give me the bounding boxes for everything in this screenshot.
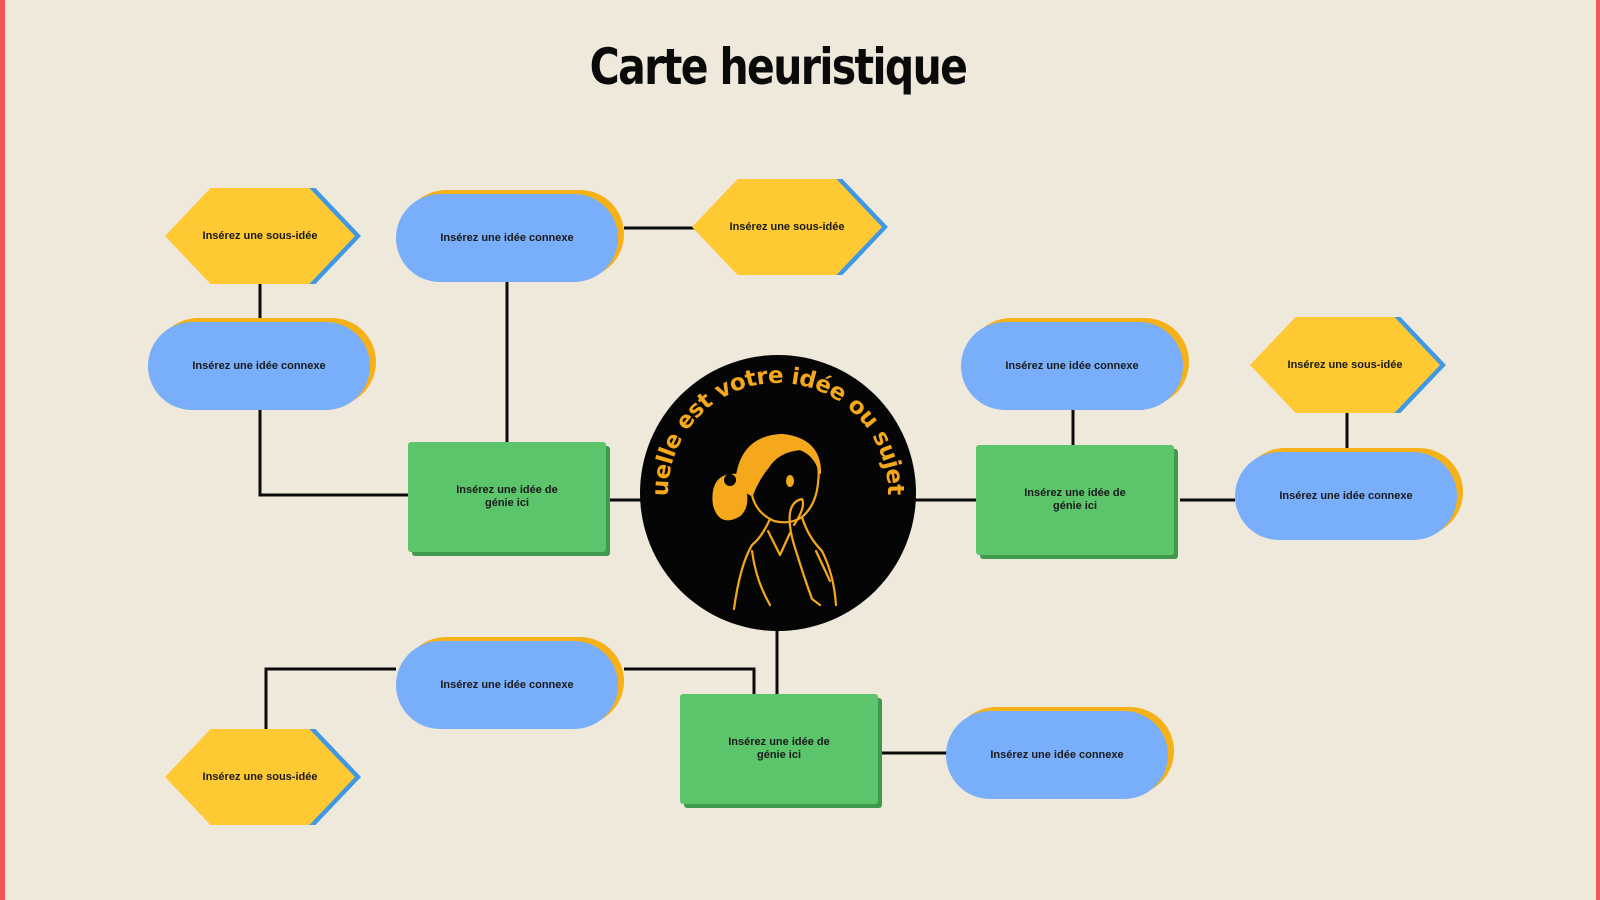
related-idea-node[interactable]: Insérez une idée connexe xyxy=(396,190,624,282)
related-idea-label: Insérez une idée connexe xyxy=(1279,489,1413,502)
connector-line xyxy=(264,667,396,730)
node-face: Insérez une idée connexe xyxy=(946,711,1168,799)
related-idea-label: Insérez une idée connexe xyxy=(1005,359,1139,372)
right-border xyxy=(1596,0,1600,900)
sub-idea-label: Insérez une sous-idée xyxy=(729,220,845,233)
central-question: Quelle est votre idée ou sujet ? xyxy=(630,335,908,497)
sub-idea-label: Insérez une sous-idée xyxy=(202,229,318,242)
node-face: Insérez une idée de génie ici xyxy=(680,694,878,804)
node-face: Insérez une idée connexe xyxy=(961,322,1183,410)
related-idea-node[interactable]: Insérez une idée connexe xyxy=(396,637,624,729)
central-topic-graphic: Quelle est votre idée ou sujet ? xyxy=(630,335,909,611)
sub-idea-node[interactable]: Insérez une sous-idée xyxy=(1250,317,1446,413)
node-face: Insérez une idée connexe xyxy=(148,322,370,410)
related-idea-node[interactable]: Insérez une idée connexe xyxy=(946,707,1174,799)
genius-idea-node[interactable]: Insérez une idée de génie ici xyxy=(408,442,610,556)
node-face: Insérez une sous-idée xyxy=(165,188,355,284)
related-idea-label: Insérez une idée connexe xyxy=(440,678,574,691)
node-face: Insérez une idée connexe xyxy=(1235,452,1457,540)
related-idea-label: Insérez une idée connexe xyxy=(192,359,326,372)
related-idea-node[interactable]: Insérez une idée connexe xyxy=(1235,448,1463,540)
node-face: Insérez une idée connexe xyxy=(396,641,618,729)
node-face: Insérez une sous-idée xyxy=(692,179,882,275)
genius-idea-node[interactable]: Insérez une idée de génie ici xyxy=(680,694,882,808)
connector-line xyxy=(624,667,756,694)
related-idea-node[interactable]: Insérez une idée connexe xyxy=(148,318,376,410)
connector-line xyxy=(258,410,408,497)
central-topic[interactable]: Quelle est votre idée ou sujet ? xyxy=(630,335,916,631)
node-face: Insérez une sous-idée xyxy=(165,729,355,825)
sub-idea-label: Insérez une sous-idée xyxy=(202,770,318,783)
thinking-girl-illustration xyxy=(712,433,838,611)
page-title: Carte heuristique xyxy=(589,38,968,96)
related-idea-label: Insérez une idée connexe xyxy=(990,748,1124,761)
left-border xyxy=(0,0,5,900)
sub-idea-node[interactable]: Insérez une sous-idée xyxy=(165,729,361,825)
genius-idea-label: Insérez une idée de génie ici xyxy=(1024,487,1126,512)
genius-idea-label: Insérez une idée de génie ici xyxy=(456,484,558,509)
sub-idea-label: Insérez une sous-idée xyxy=(1287,358,1403,371)
node-face: Insérez une idée connexe xyxy=(396,194,618,282)
sub-idea-node[interactable]: Insérez une sous-idée xyxy=(692,179,888,275)
related-idea-node[interactable]: Insérez une idée connexe xyxy=(961,318,1189,410)
node-face: Insérez une idée de génie ici xyxy=(976,445,1174,555)
svg-text:Quelle est votre idée ou sujet: Quelle est votre idée ou sujet ? xyxy=(640,355,908,497)
genius-idea-node[interactable]: Insérez une idée de génie ici xyxy=(976,445,1178,559)
sub-idea-node[interactable]: Insérez une sous-idée xyxy=(165,188,361,284)
node-face: Insérez une idée de génie ici xyxy=(408,442,606,552)
related-idea-label: Insérez une idée connexe xyxy=(440,231,574,244)
genius-idea-label: Insérez une idée de génie ici xyxy=(728,736,830,761)
node-face: Insérez une sous-idée xyxy=(1250,317,1440,413)
